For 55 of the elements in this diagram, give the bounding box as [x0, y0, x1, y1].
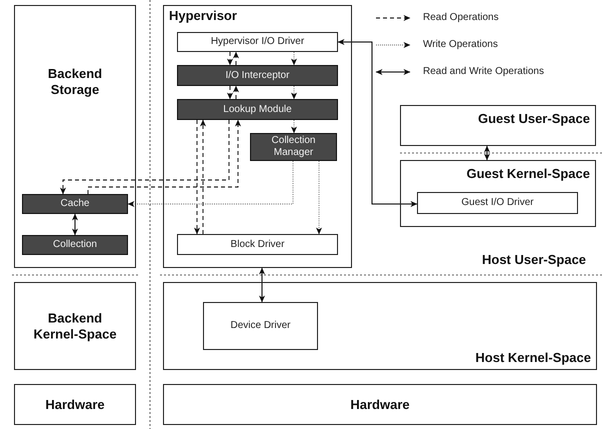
region-box — [400, 160, 596, 227]
region-title: Host Kernel-Space — [475, 350, 591, 366]
component-label: Hypervisor I/O Driver — [210, 36, 306, 48]
region-title: Hypervisor — [169, 8, 237, 24]
arrow — [194, 120, 200, 234]
region-box — [14, 384, 136, 425]
module-box — [22, 194, 128, 214]
arrow — [233, 52, 239, 66]
arrow — [259, 268, 265, 302]
region-title: Backend Kernel-Space — [32, 310, 118, 342]
component-label: Device Driver — [229, 320, 292, 332]
legend-text: Read and Write Operations — [423, 66, 544, 77]
arrow — [227, 86, 233, 100]
region-box — [163, 384, 597, 425]
region-title: Guest Kernel-Space — [466, 166, 590, 182]
arrow — [338, 39, 418, 207]
arrow — [200, 120, 206, 234]
region-box — [14, 282, 136, 370]
arrow — [128, 160, 294, 207]
region-box — [163, 5, 352, 268]
region-title: Backend Storage — [46, 66, 104, 98]
arrow — [60, 120, 230, 194]
module-box — [250, 133, 337, 161]
component-label: Cache — [60, 198, 90, 210]
region-title: Host User-Space — [482, 252, 586, 267]
component-label: Lookup Module — [222, 104, 293, 116]
legend-text: Read Operations — [423, 12, 499, 23]
arrow — [291, 86, 297, 100]
arrow — [227, 52, 233, 66]
arrow — [316, 160, 322, 234]
arrow — [291, 120, 297, 134]
region-title: Guest User-Space — [478, 111, 590, 127]
arrow — [88, 120, 241, 194]
component-label: I/O Interceptor — [224, 70, 290, 82]
region-title: Hardware — [349, 396, 411, 412]
arrow — [233, 86, 239, 100]
region-title: Hardware — [44, 396, 106, 412]
legend-text: Write Operations — [423, 39, 498, 50]
module-box — [177, 99, 338, 120]
region-box — [400, 105, 596, 146]
arrow — [484, 146, 490, 160]
component-box — [203, 302, 318, 350]
arrow — [72, 214, 78, 236]
module-box — [22, 235, 128, 255]
arrow — [291, 52, 297, 66]
component-label: Collection Manager — [270, 135, 316, 159]
component-label: Block Driver — [230, 238, 286, 250]
component-box — [417, 192, 578, 214]
component-label: Guest I/O Driver — [460, 197, 535, 209]
component-label: Collection — [52, 239, 98, 251]
region-box — [14, 5, 136, 268]
module-box — [177, 65, 338, 86]
component-box — [177, 32, 338, 52]
region-box — [163, 282, 597, 370]
component-box — [177, 234, 338, 255]
